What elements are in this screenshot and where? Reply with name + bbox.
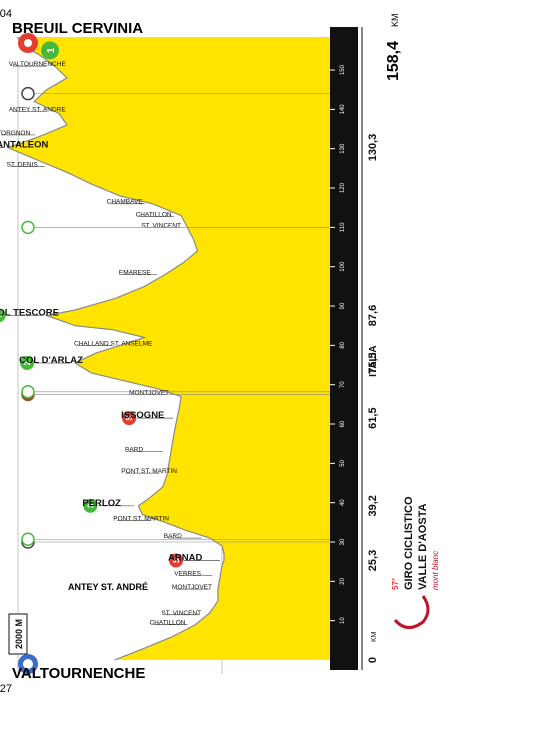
place-label: CHATILLON [136, 211, 172, 218]
point-badge-text: 3 [86, 503, 95, 508]
eco-zone-icon [21, 385, 35, 399]
point-badge-text: S [172, 557, 181, 563]
km-tick-label: 70 [340, 381, 346, 388]
summit-finish-text: 1 [46, 47, 57, 53]
place-label: PONT ST. MARTIN [113, 515, 169, 522]
brand-line-1: GIRO CICLISTICO [403, 496, 415, 590]
place-label: BARD [164, 533, 182, 540]
point-badge-text: 2 [23, 360, 32, 365]
km-marker-unit: KM [371, 631, 378, 642]
km-marker-label: 87,6 [367, 305, 379, 326]
place-label: CHATILLON [149, 620, 185, 627]
place-label: BARD [125, 447, 143, 454]
km-axis-bar [330, 27, 358, 670]
km-tick-label: 130 [340, 143, 346, 154]
km-marker-label: 75,5 [367, 352, 379, 373]
km-tick-label: 100 [340, 261, 346, 272]
km-tick-label: 120 [340, 182, 346, 193]
icons-layer: 1 [18, 33, 330, 674]
km-tick-label: 60 [340, 420, 346, 427]
total-distance-unit: KM [390, 14, 400, 28]
place-label: CHALLAND ST. ANSELME [74, 340, 153, 347]
point-badge [169, 553, 184, 568]
start-town-name: VALTOURNENCHE [12, 665, 145, 682]
place-label: PONT ST. MARTIN [121, 468, 177, 475]
eco-zone-icon [21, 220, 35, 235]
km-marker-label: 130,3 [367, 134, 379, 162]
finish-town-name: BREUIL CERVINIA [12, 20, 143, 37]
km-marker-label: 25,3 [367, 550, 379, 571]
total-distance-value: 158,4 [385, 41, 402, 81]
eco-zone-icon [21, 532, 35, 547]
start-elevation: 1527 [0, 683, 12, 695]
km-tick-label: 140 [340, 104, 346, 115]
point-badge [0, 308, 6, 323]
start-pin-center [23, 659, 33, 669]
point-name: COL ST. PANTALEON [0, 140, 49, 151]
brand-edition: 57° [391, 578, 400, 590]
place-label: CHAMBAVE [107, 199, 144, 206]
profile-fill [7, 37, 330, 660]
km-marker-label: 0 [367, 657, 379, 663]
profile-area-layer [6, 36, 330, 661]
places-layer: CHATILLON ST. VINCENT MONTJOVET VERRES BARD P… [0, 61, 213, 627]
km-marker-label: 39,2 [367, 495, 379, 516]
km-tick-label: 10 [340, 617, 346, 624]
km-tick-label: 110 [340, 222, 346, 232]
km-tick-label: 20 [340, 577, 346, 584]
country-label: ITALIA [368, 345, 379, 376]
km-tick-label: 50 [340, 459, 346, 466]
brand-line-3: mont blanc [431, 551, 440, 590]
altitude-label: 2000 M [14, 619, 24, 649]
place-label: VERRES [174, 570, 201, 577]
place-label: ANTEY ST. ANDRE [9, 106, 67, 113]
km-tick-label: 40 [340, 499, 346, 506]
point-badge-text: S [125, 415, 134, 421]
start-finish-layer: VALTOURNENCHE 1527 BREUIL CERVINIA 2004 … [0, 8, 402, 695]
summit-finish-icon [41, 41, 59, 60]
km-tick-label: 90 [340, 302, 346, 309]
point-badge [83, 498, 98, 513]
place-label: EMARESE [119, 270, 151, 277]
point-name: COL D'ARLAZ [19, 355, 83, 366]
brand-line-2: VALLE D'AOSTA [417, 503, 429, 590]
profile-outline [6, 36, 225, 661]
km-tick-label: 150 [340, 64, 346, 75]
place-label: ST. VINCENT [141, 222, 181, 229]
altitude-label-box [8, 613, 28, 655]
point-badge-text: 1 [0, 313, 4, 318]
antey-label: ANTEY ST. ANDRÉ [68, 582, 148, 592]
place-label: MONTJOVET [129, 390, 169, 397]
point-name: PERLOZ [82, 498, 121, 509]
point-badge [122, 411, 137, 426]
point-badge [20, 356, 35, 371]
place-label: ST. DENIS [7, 161, 39, 168]
km-marker-label: 61,5 [367, 407, 379, 428]
place-label: TORGNON [0, 130, 31, 137]
place-label: MONTJOVET [172, 584, 212, 591]
km-tick-label: 80 [340, 341, 346, 348]
finish-elevation: 2004 [0, 8, 12, 20]
point-name: COL TESCORE [0, 307, 59, 318]
finish-flag-center [24, 39, 32, 47]
point-name: ARNAD [168, 552, 202, 563]
timing-icon [21, 86, 35, 101]
km-tick-label: 30 [340, 538, 346, 545]
place-label: VALTOURNENCHE [9, 61, 67, 68]
brand-logo: 57° GIRO CICLISTICO VALLE D'AOSTA mont b… [391, 496, 440, 629]
km-axis-layer: 10 20 30 40 50 60 70 80 90 100 110 120 130 140 150 0 KM 2… [330, 27, 379, 670]
point-name: ISSOGNE [121, 410, 164, 421]
brand-mark-icon [393, 595, 430, 629]
place-label: ST. VINCENT [161, 610, 201, 617]
